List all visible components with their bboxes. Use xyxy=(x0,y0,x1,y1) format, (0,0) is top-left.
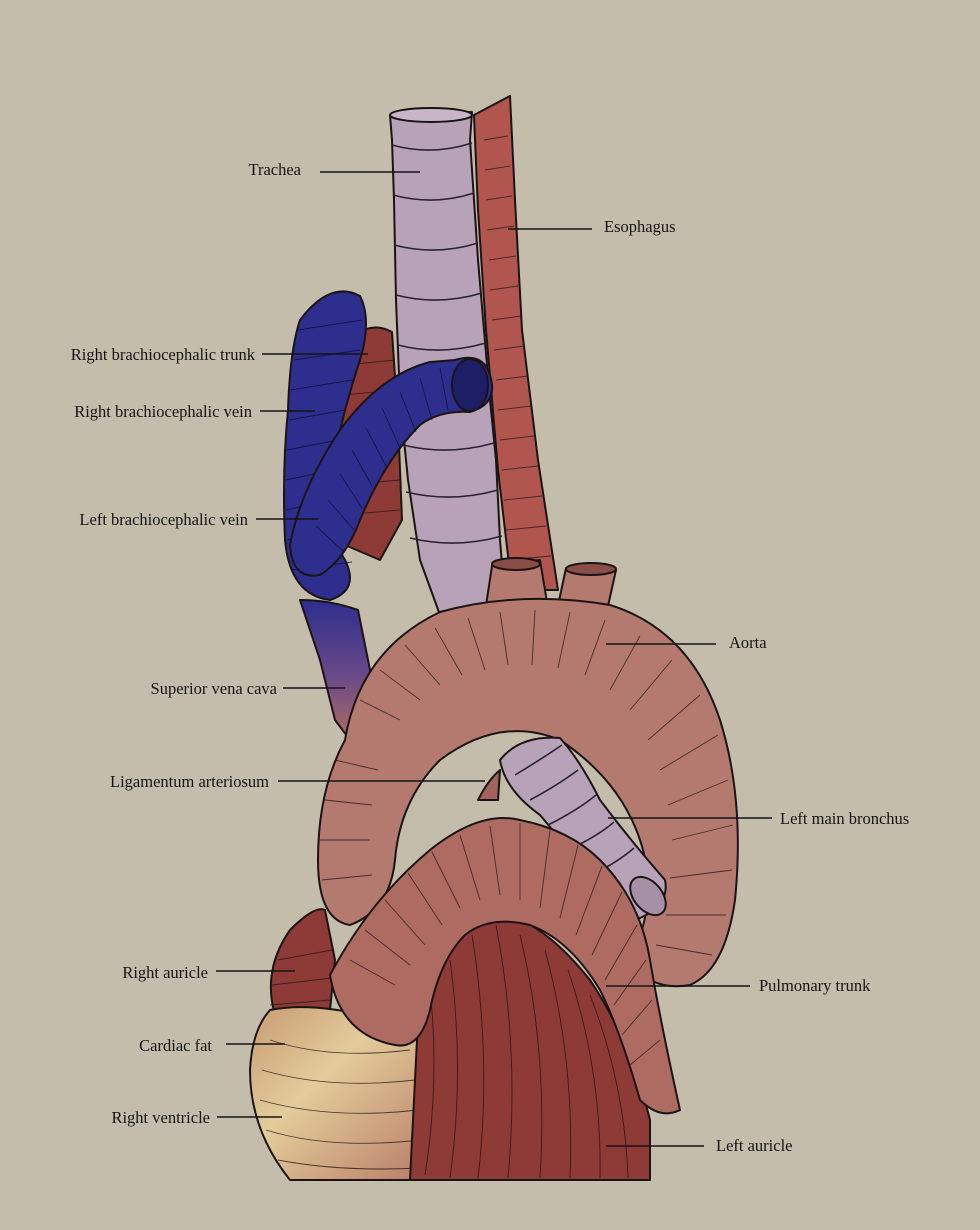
label-trachea: Trachea xyxy=(248,160,301,179)
label-ligamentum-arteriosum: Ligamentum arteriosum xyxy=(110,772,269,791)
label-cardiac-fat: Cardiac fat xyxy=(139,1036,212,1055)
right-auricle-shape xyxy=(269,908,336,1016)
label-aorta: Aorta xyxy=(729,633,767,652)
label-right-brachiocephalic-trunk: Right brachiocephalic trunk xyxy=(71,345,256,364)
label-right-auricle: Right auricle xyxy=(122,963,208,982)
esophagus-shape xyxy=(473,95,559,591)
label-left-brachiocephalic-vein: Left brachiocephalic vein xyxy=(79,510,248,529)
label-left-auricle: Left auricle xyxy=(716,1136,793,1155)
right-ventricle-shape xyxy=(249,1006,433,1181)
label-right-brachiocephalic-vein: Right brachiocephalic vein xyxy=(74,402,252,421)
label-pulmonary-trunk: Pulmonary trunk xyxy=(759,976,871,995)
pulmonary-trunk-shape xyxy=(329,817,681,1115)
left-main-bronchus-shape xyxy=(499,736,667,920)
label-right-ventricle: Right ventricle xyxy=(111,1108,210,1127)
label-superior-vena-cava: Superior vena cava xyxy=(151,679,278,698)
labels: Trachea Esophagus Right brachiocephalic … xyxy=(71,160,909,1155)
left-auricle-shape xyxy=(409,912,651,1181)
ligamentum-arteriosum-shape xyxy=(477,769,501,801)
leader-lines xyxy=(216,171,772,1147)
label-left-main-bronchus: Left main bronchus xyxy=(780,809,909,828)
label-esophagus: Esophagus xyxy=(604,217,676,236)
left-brachiocephalic-vein-shape xyxy=(289,356,494,577)
